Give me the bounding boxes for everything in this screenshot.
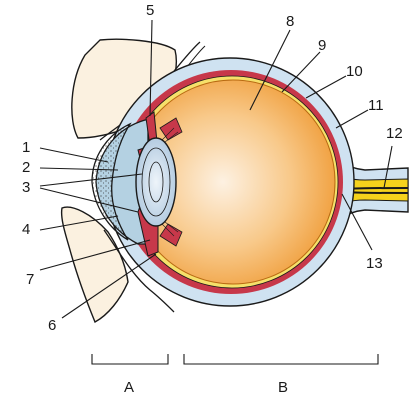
callout-9: 9 (318, 37, 326, 54)
lower-eyelid (60, 206, 129, 323)
callout-12: 12 (386, 125, 403, 142)
callout-2: 2 (22, 159, 30, 176)
region-a-label: A (124, 379, 134, 396)
leader-13 (341, 193, 373, 251)
leader-9 (281, 51, 321, 93)
callout-1: 1 (22, 139, 30, 156)
lens-layer (141, 147, 171, 217)
callout-13: 13 (366, 255, 383, 272)
leader-2 (39, 167, 119, 171)
callout-5: 5 (146, 2, 154, 19)
leader-4 (39, 215, 119, 231)
callout-3: 3 (22, 179, 30, 196)
callout-11: 11 (368, 97, 384, 114)
region-b-label: B (278, 379, 288, 396)
leader-12 (383, 145, 393, 189)
leader-10 (305, 75, 347, 99)
lens-core (148, 161, 164, 203)
ciliary-body-upper (159, 117, 183, 141)
callout-6: 6 (48, 317, 56, 334)
region-b-bracket (183, 354, 379, 365)
callout-8: 8 (286, 13, 294, 30)
lens (135, 137, 177, 227)
region-a-bracket (91, 354, 169, 365)
zonule-fibers (161, 127, 179, 237)
callout-7: 7 (26, 271, 34, 288)
leader-5 (149, 19, 153, 117)
lower-conjunctiva (103, 229, 175, 313)
leader-1 (39, 147, 109, 163)
leader-11 (335, 109, 369, 129)
leader-8 (249, 29, 291, 111)
leader-3a (39, 173, 143, 187)
leader-7 (39, 239, 151, 271)
leader-6 (61, 253, 157, 319)
callout-10: 10 (346, 63, 363, 80)
ciliary-body-lower (159, 223, 183, 247)
leader-3b (39, 187, 139, 213)
callout-4: 4 (22, 221, 30, 238)
cornea (91, 122, 132, 241)
